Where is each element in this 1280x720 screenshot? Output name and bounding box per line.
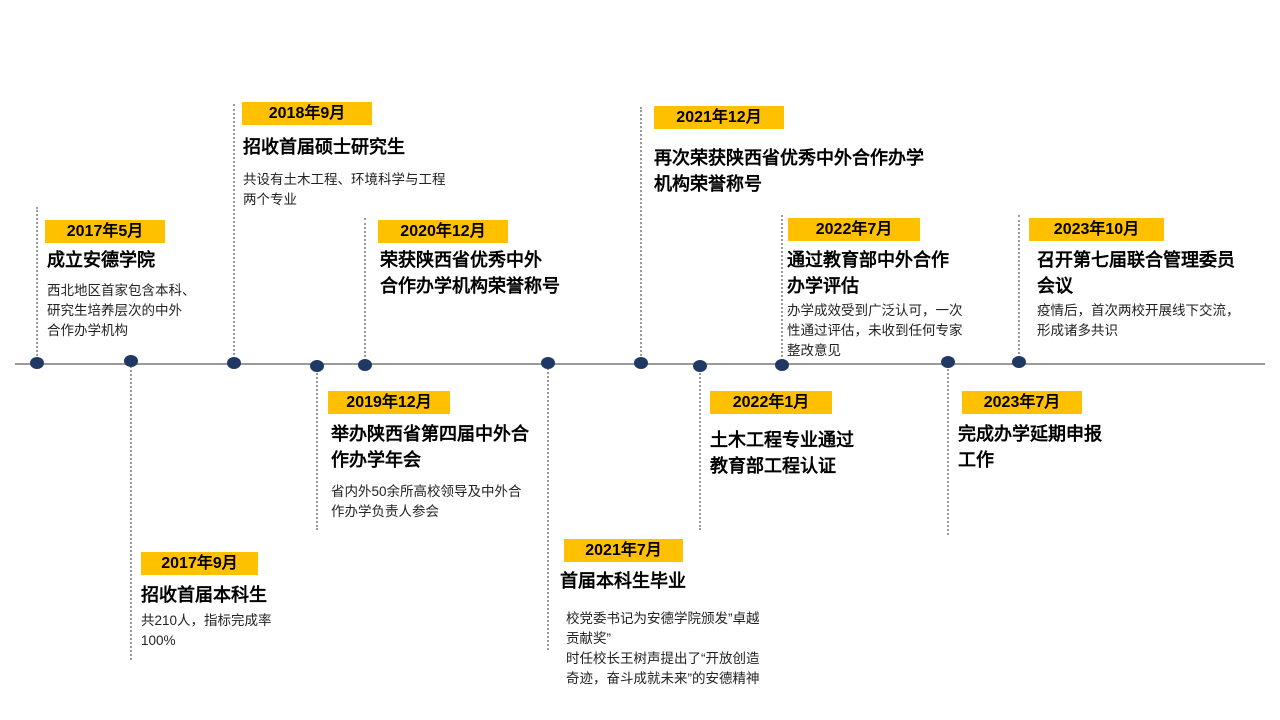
event-title-line: 召开第七届联合管理委员 [1037,250,1235,270]
timeline-dot [541,357,555,369]
timeline-connector [699,366,701,530]
event-description-line: 时任校长王树声提出了“开放创造 [566,651,760,666]
date-tag: 2022年1月 [710,391,832,414]
timeline-dot [358,359,372,371]
event-description-line: 奇迹，奋斗成就未来”的安德精神 [566,671,760,686]
timeline-dot [124,355,138,367]
event-description-line: 贡献奖” [566,631,611,646]
event-description-line: 性通过评估，未收到任何专家 [787,323,963,338]
event-title-line: 招收首届硕士研究生 [243,137,405,157]
timeline-dot [227,357,241,369]
event-description-line: 省内外50余所高校领导及中外合 [331,484,522,499]
date-tag: 2021年7月 [564,539,683,562]
timeline-dot [310,360,324,372]
timeline-connector [1018,215,1020,362]
event-title-line: 再次荣获陕西省优秀中外合作办学 [654,148,924,168]
event-description: 共210人，指标完成率 100% [141,611,272,651]
timeline-dot [693,360,707,372]
event-title-line: 土木工程专业通过 [710,430,854,450]
event-description-line: 研究生培养层次的中外 [47,303,182,318]
event-title-line: 作办学年会 [331,450,421,470]
event-title-line: 首届本科生毕业 [560,571,686,591]
event-description-line: 合作办学机构 [47,323,128,338]
event-description-line: 西北地区首家包含本科、 [47,283,196,298]
date-tag: 2023年7月 [962,391,1082,414]
event-title: 再次荣获陕西省优秀中外合作办学 机构荣誉称号 [654,145,924,197]
event-description-line: 形成诸多共识 [1037,323,1118,338]
timeline-connector [947,362,949,535]
event-title-line: 成立安德学院 [47,250,155,270]
timeline-dot [941,356,955,368]
event-description-line: 办学成效受到广泛认可，一次 [787,303,963,318]
event-title-line: 工作 [958,450,994,470]
event-title: 首届本科生毕业 [560,568,686,594]
event-title-line: 会议 [1037,276,1073,296]
event-description: 校党委书记为安德学院颁发”卓越 贡献奖” 时任校长王树声提出了“开放创造 奇迹，… [566,609,760,689]
event-description: 办学成效受到广泛认可，一次 性通过评估，未收到任何专家 整改意见 [787,301,963,361]
timeline-dot [1012,356,1026,368]
timeline-connector [130,363,132,660]
event-description: 共设有土木工程、环境科学与工程 两个专业 [243,170,446,210]
event-title: 荣获陕西省优秀中外 合作办学机构荣誉称号 [380,247,560,299]
timeline-connector [364,218,366,365]
timeline-connector [316,366,318,530]
date-tag: 2023年10月 [1029,218,1164,241]
timeline-connector [233,104,235,363]
timeline-connector [781,215,783,365]
event-title: 通过教育部中外合作 办学评估 [787,247,949,299]
timeline-connector [640,107,642,363]
event-title-line: 荣获陕西省优秀中外 [380,250,542,270]
event-title-line: 举办陕西省第四届中外合 [331,424,529,444]
event-title-line: 通过教育部中外合作 [787,250,949,270]
event-title: 成立安德学院 [47,247,155,273]
event-title-line: 教育部工程认证 [710,456,836,476]
date-tag: 2017年9月 [141,552,258,575]
date-tag: 2022年7月 [788,218,920,241]
date-tag: 2018年9月 [242,102,372,125]
event-title: 招收首届本科生 [141,582,267,608]
event-description-line: 两个专业 [243,192,297,207]
event-description: 省内外50余所高校领导及中外合 作办学负责人参会 [331,482,522,522]
event-title-line: 办学评估 [787,276,859,296]
event-title: 举办陕西省第四届中外合 作办学年会 [331,421,529,473]
event-title: 土木工程专业通过 教育部工程认证 [710,427,854,479]
event-title-line: 合作办学机构荣誉称号 [380,276,560,296]
event-description-line: 作办学负责人参会 [331,504,439,519]
timeline-dot [775,359,789,371]
timeline-dot [634,357,648,369]
event-title-line: 完成办学延期申报 [958,424,1102,444]
event-description-line: 疫情后，首次两校开展线下交流， [1037,303,1240,318]
event-title: 完成办学延期申报 工作 [958,421,1102,473]
event-description: 疫情后，首次两校开展线下交流， 形成诸多共识 [1037,301,1240,341]
event-description: 西北地区首家包含本科、 研究生培养层次的中外 合作办学机构 [47,281,196,341]
event-description-line: 共210人，指标完成率 [141,613,272,628]
date-tag: 2021年12月 [654,106,784,129]
event-description-line: 整改意见 [787,343,841,358]
timeline-connector [547,363,549,650]
timeline-connector [36,207,38,363]
date-tag: 2017年5月 [45,220,165,243]
event-title-line: 招收首届本科生 [141,585,267,605]
date-tag: 2020年12月 [378,220,508,243]
event-description-line: 100% [141,633,176,648]
event-description-line: 校党委书记为安德学院颁发”卓越 [566,611,760,626]
event-title: 召开第七届联合管理委员 会议 [1037,247,1235,299]
event-title-line: 机构荣誉称号 [654,174,762,194]
event-description-line: 共设有土木工程、环境科学与工程 [243,172,446,187]
timeline-dot [30,357,44,369]
date-tag: 2019年12月 [328,391,450,414]
event-title: 招收首届硕士研究生 [243,134,405,160]
